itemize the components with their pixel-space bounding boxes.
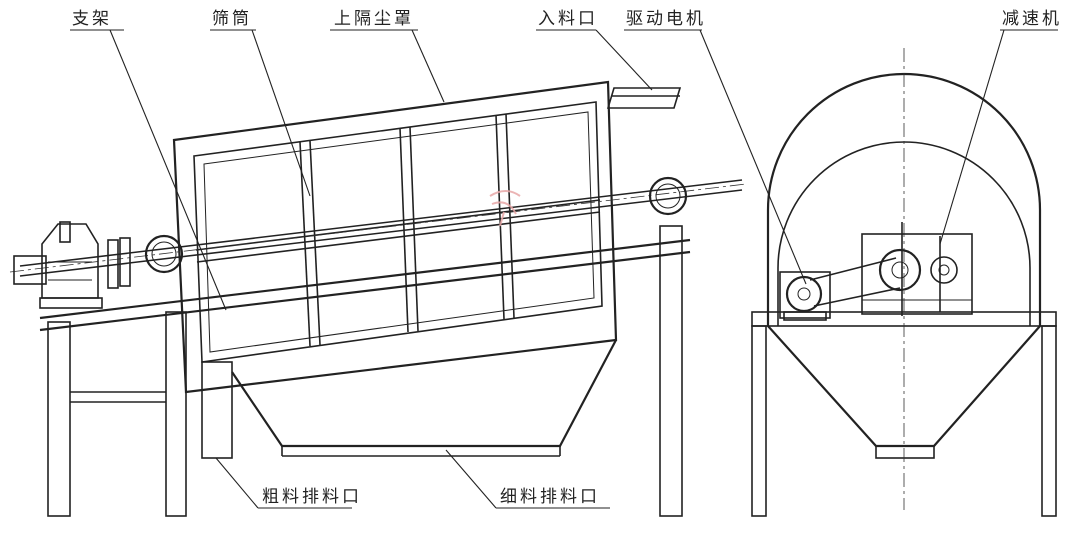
label-feed-inlet: 入料口 — [538, 9, 598, 29]
end-leg-right — [1041, 325, 1057, 517]
right-support-leg — [659, 225, 683, 517]
coarse-outlet-chute — [201, 361, 233, 459]
label-dust-cover: 上隔尘罩 — [334, 9, 414, 29]
bearing-left — [144, 234, 184, 274]
end-view — [751, 48, 1057, 517]
end-outlet — [875, 445, 935, 459]
label-screen-drum: 筛筒 — [212, 9, 252, 29]
coupling — [107, 237, 131, 289]
left-reducer — [13, 221, 103, 309]
screen-drum — [193, 101, 603, 363]
label-fine-outlet: 细料排料口 — [500, 487, 600, 507]
feed-inlet — [606, 87, 682, 109]
end-reducer — [861, 222, 973, 316]
leader-lines — [70, 29, 1058, 509]
label-drive-motor: 驱动电机 — [626, 9, 706, 29]
label-reducer: 减速机 — [1002, 9, 1062, 29]
label-coarse-outlet: 粗料排料口 — [262, 487, 362, 507]
drive-motor — [779, 271, 831, 321]
bearing-right — [648, 176, 688, 216]
watermark-logo — [489, 190, 521, 227]
label-bracket: 支架 — [72, 9, 112, 29]
labels: 支架 筛筒 上隔尘罩 入料口 驱动电机 减速机 粗料排料口 细料排料口 — [72, 9, 1062, 507]
side-view — [9, 80, 747, 517]
fine-hopper — [231, 339, 617, 457]
main-shaft — [9, 179, 747, 277]
end-leg-left — [751, 325, 767, 517]
left-support-frame — [39, 238, 691, 517]
